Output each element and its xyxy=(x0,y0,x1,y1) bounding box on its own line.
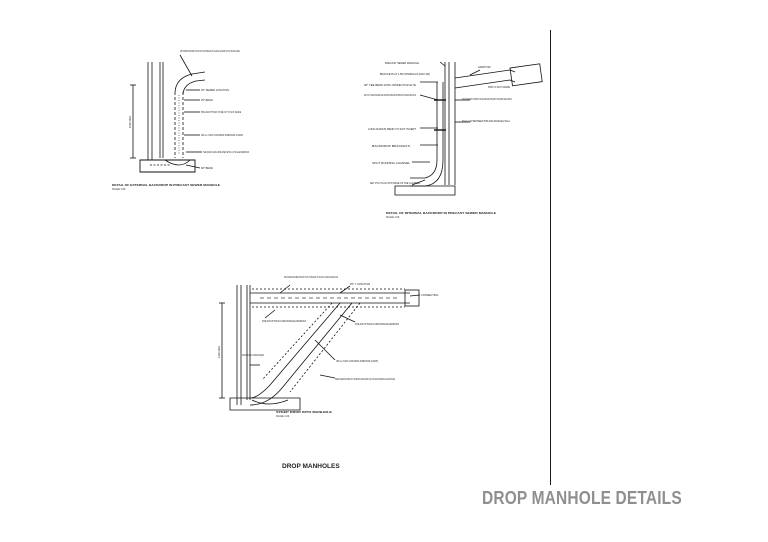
ext-note-1: FIRST FORMED ROUND BEND TO BE SET INTO I… xyxy=(180,49,240,53)
int-note-1: PRECAST SEWER MANHOLE xyxy=(385,61,419,65)
int-note-10: BACKDROP BRACKETS xyxy=(372,144,410,148)
ramp-note-3: CONNECTING xyxy=(421,293,438,297)
ramp-note-5: PIPE AND FITTINGS AS PER DRAINAGE DRAWIN… xyxy=(355,322,399,326)
sheet-title: DROP MANHOLE DETAILS xyxy=(482,488,682,508)
drop-manholes-heading: DROP MANHOLES xyxy=(282,463,340,470)
ext-detail-scale: SCALE 1:20 xyxy=(112,188,126,191)
ramp-detail-title: STEEP DROP INTO MANHOLE xyxy=(276,410,332,414)
ramp-detail-scale: SCALE 1:20 xyxy=(276,415,290,418)
int-note-12: SET PVC PLUG INTO BASE OF THE CHANNEL xyxy=(370,181,420,185)
ext-note-3: 45° BEND xyxy=(201,98,213,102)
int-note-3: BRACKETS AT 1.5M INTERVALS (MAX 2M) xyxy=(380,72,430,76)
int-note-11: SPLIT RUNNING CHANNEL xyxy=(372,161,411,165)
ext-dimension: 1500 MAX xyxy=(128,116,132,128)
int-note-2: ADAPTOR xyxy=(478,65,491,69)
sheet-divider xyxy=(550,30,552,485)
int-note-6: HEAVY DUTY GRADE STAINLESS STEEL STRAPPI… xyxy=(364,93,416,97)
ext-note-7: 90° BEND xyxy=(201,166,213,170)
ext-note-4: PIPE AND FITTINGS TO BE CUT TO SUIT GRAD… xyxy=(201,110,241,114)
int-detail-title: DETAIL OF INTERNAL BACKDROP IN PRECAST S… xyxy=(386,211,496,215)
ramp-note-8: WHERE CONNECTING SEWER UP TO 150 ABOVE T… xyxy=(335,377,395,381)
ext-detail-title: DETAIL OF EXTERNAL BACKDROP IN PRECAST S… xyxy=(112,183,220,187)
int-note-4: PIPE TO SUIT GRADE xyxy=(488,85,510,89)
ramp-note-7: SAND BEDDING WITH 45° FAN BENDS AS REQUI… xyxy=(242,353,264,357)
ramp-note-6: 150 mm THICK CONCRETE SURROUND (C20/25) xyxy=(336,359,378,363)
int-note-5: 90° TEE BEND WITH INSPECTION EYE xyxy=(364,83,416,87)
int-note-8: LONG RADIUS BEND TO SUIT INVERT xyxy=(368,127,416,131)
ramp-note-2: 45° Y JUNCTION xyxy=(350,282,370,286)
ramp-note-1: FIRST FORMED ROUND BEND TO BE SET INTO I… xyxy=(284,275,338,279)
ramp-dimension: 1200 MAX xyxy=(217,346,221,358)
ext-note-6: THE DETAIL SHOULD BE USED WITH 1:20 SCAL… xyxy=(203,150,249,154)
int-note-9: 50mm GAP BETWEEN PIPE AND MANHOLE WALL xyxy=(462,119,510,123)
ext-note-2: 45° SEWER JUNCTION xyxy=(201,88,229,92)
ramp-note-4: PIPE AND FITTINGS AS PER DRAINAGE DRAWIN… xyxy=(262,319,306,323)
ext-note-5: 150 mm THICK CONCRETE SURROUND (C20/25) xyxy=(201,133,243,137)
int-detail-scale: SCALE 1:20 xyxy=(386,216,400,219)
int-note-7: TWO STAINLESS STRAPPING FIXED AROUND PIP… xyxy=(462,97,512,101)
